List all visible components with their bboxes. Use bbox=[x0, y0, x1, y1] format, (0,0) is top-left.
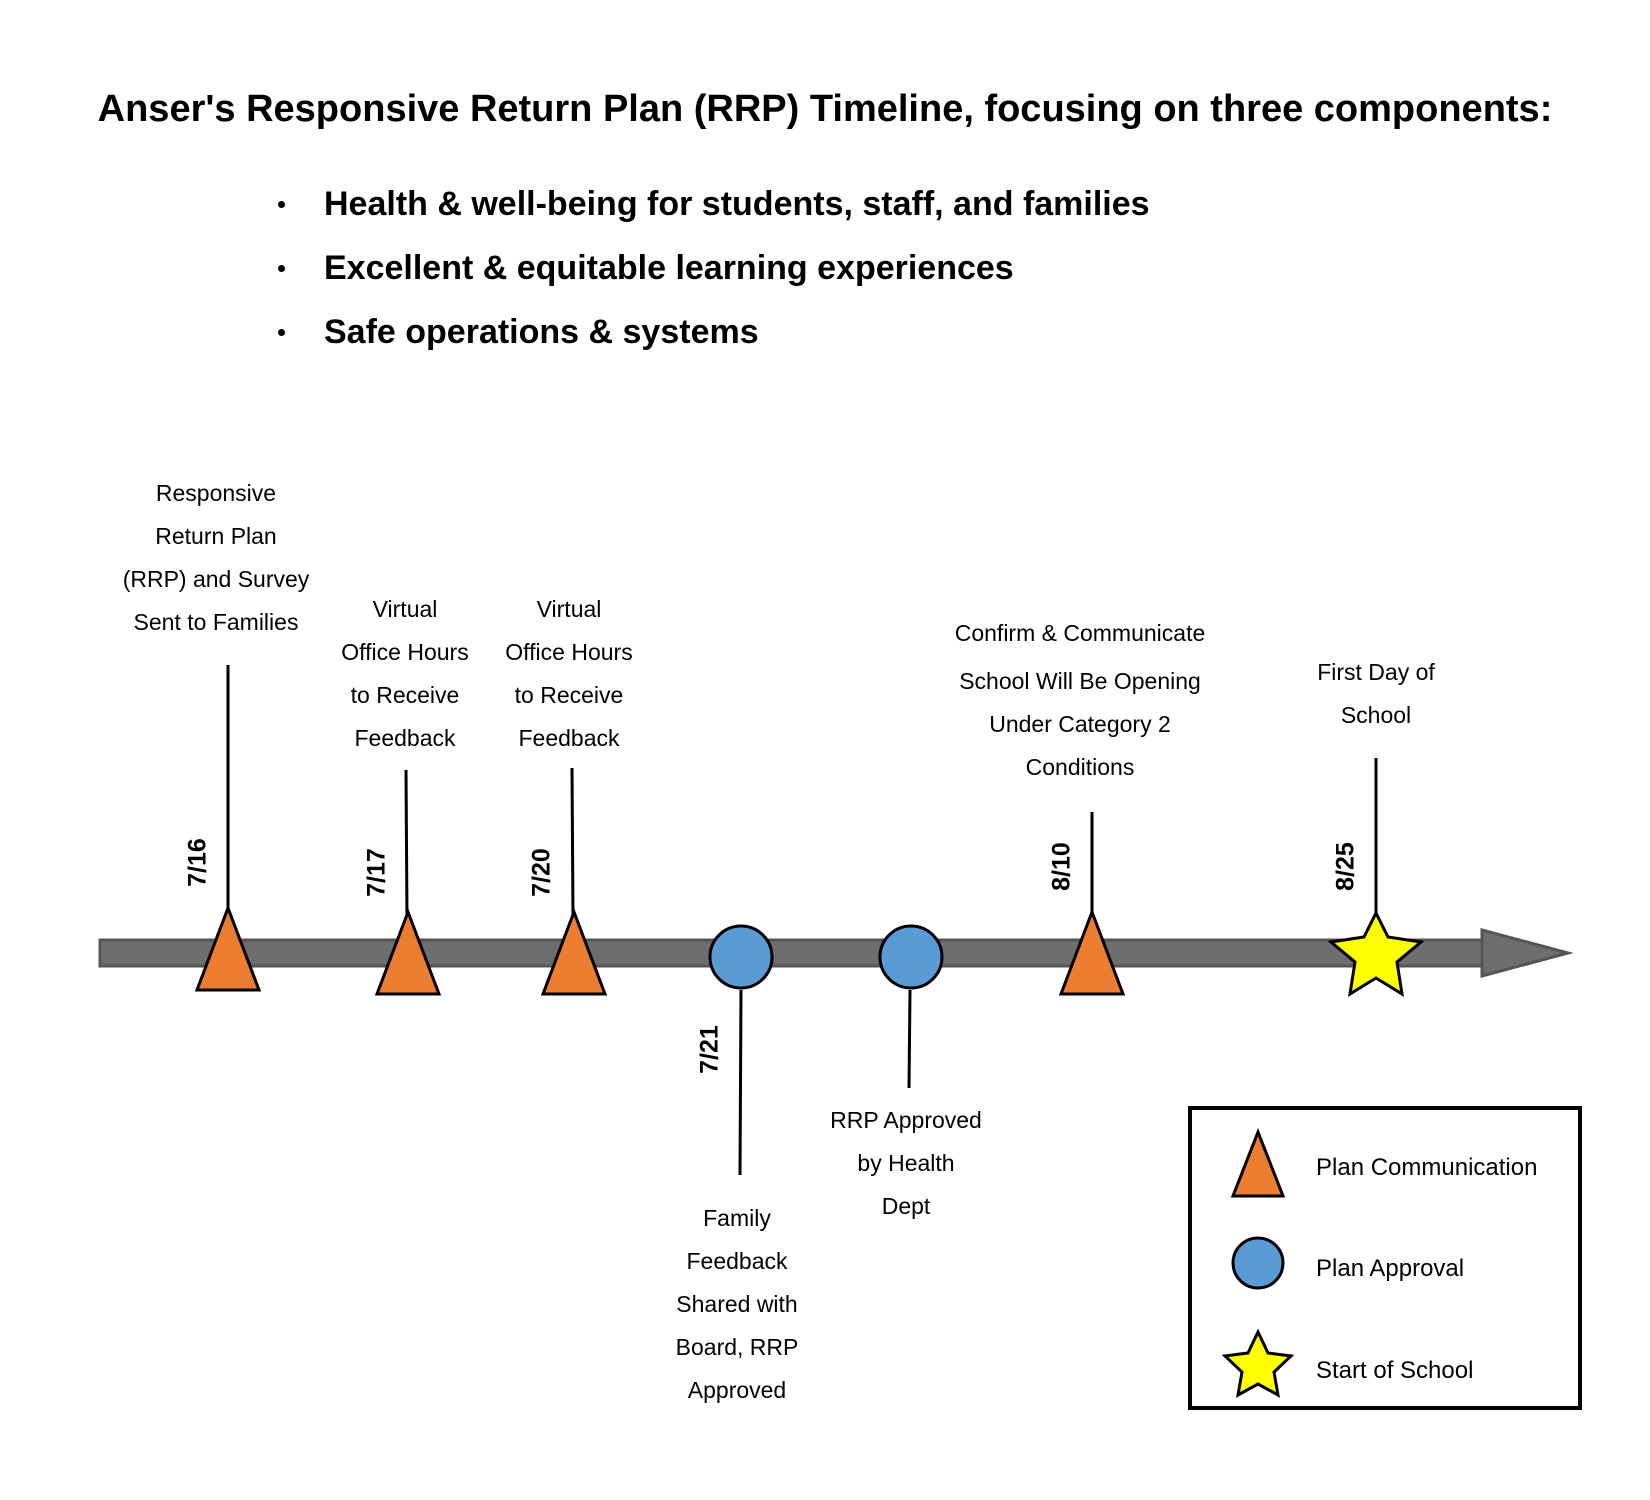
connector-line bbox=[907, 989, 912, 1089]
date-label: 8/25 bbox=[1331, 842, 1360, 891]
component-item: Excellent & equitable learning experienc… bbox=[278, 242, 1150, 306]
label-line: Virtual bbox=[536, 596, 602, 622]
date-label: 7/21 bbox=[695, 1025, 724, 1074]
connector-line bbox=[404, 769, 409, 921]
legend: Plan Communication Plan Approval Start o… bbox=[1188, 1106, 1582, 1410]
label-line: Dept bbox=[881, 1193, 931, 1219]
triangle-icon bbox=[1058, 907, 1126, 996]
bullet-dot bbox=[278, 265, 285, 272]
legend-icons bbox=[1221, 1127, 1295, 1398]
label-line: Return Plan bbox=[155, 523, 277, 549]
page-title: Anser's Responsive Return Plan (RRP) Tim… bbox=[97, 88, 1553, 130]
date-label: 7/16 bbox=[183, 838, 212, 887]
legend-label-start: Start of School bbox=[1316, 1357, 1474, 1384]
label-line: Virtual bbox=[372, 596, 438, 622]
label-line: to Receive bbox=[514, 682, 624, 708]
label-line: First Day of bbox=[1317, 659, 1435, 685]
connector-line bbox=[738, 989, 743, 1176]
label-line: Office Hours bbox=[341, 639, 469, 665]
circle-icon bbox=[1231, 1236, 1285, 1290]
label-line: Feedback bbox=[518, 725, 620, 751]
circle-icon bbox=[878, 924, 944, 990]
label-line: (RRP) and Survey bbox=[122, 566, 310, 592]
label-line: to Receive bbox=[350, 682, 460, 708]
label-line: Feedback bbox=[686, 1248, 788, 1274]
timeline-arrow bbox=[98, 928, 1574, 978]
event-label: Confirm & Communicate School Will Be Ope… bbox=[920, 606, 1240, 789]
component-item: Health & well-being for students, staff,… bbox=[278, 178, 1150, 242]
label-line: Under Category 2 bbox=[989, 711, 1171, 737]
label-line: by Health bbox=[857, 1150, 955, 1176]
triangle-icon bbox=[1230, 1127, 1286, 1198]
bullet-dot bbox=[278, 329, 285, 336]
label-line: Feedback bbox=[354, 725, 456, 751]
label-line: Office Hours bbox=[505, 639, 633, 665]
components-list: Health & well-being for students, staff,… bbox=[278, 178, 1150, 370]
label-line: Board, RRP bbox=[675, 1334, 799, 1360]
triangle-icon bbox=[540, 907, 608, 996]
component-item: Safe operations & systems bbox=[278, 306, 1150, 370]
component-text: Safe operations & systems bbox=[324, 313, 759, 351]
label-line: Responsive bbox=[155, 480, 277, 506]
event-label: First Day of School bbox=[1276, 651, 1476, 737]
label-line: Confirm & Communicate bbox=[954, 620, 1206, 646]
component-text: Health & well-being for students, staff,… bbox=[324, 185, 1150, 223]
legend-label-communication: Plan Communication bbox=[1316, 1154, 1538, 1181]
star-icon bbox=[1221, 1328, 1295, 1398]
label-line: Approved bbox=[687, 1377, 787, 1403]
triangle-icon bbox=[374, 907, 442, 996]
component-text: Excellent & equitable learning experienc… bbox=[324, 249, 1014, 287]
triangle-icon bbox=[194, 903, 262, 992]
label-line: Family bbox=[703, 1205, 771, 1231]
date-label: 7/17 bbox=[362, 848, 391, 897]
circle-icon bbox=[708, 924, 774, 990]
event-label: Responsive Return Plan (RRP) and Survey … bbox=[96, 472, 336, 644]
date-label: 8/10 bbox=[1047, 842, 1076, 891]
event-label: RRP Approved by Health Dept bbox=[806, 1099, 1006, 1228]
date-label: 7/20 bbox=[527, 848, 556, 897]
event-label: Family Feedback Shared with Board, RRP A… bbox=[652, 1197, 822, 1412]
bullet-dot bbox=[278, 201, 285, 208]
legend-label-approval: Plan Approval bbox=[1316, 1255, 1465, 1282]
label-line: Shared with bbox=[676, 1291, 798, 1317]
label-line: RRP Approved bbox=[830, 1107, 982, 1133]
connector-line bbox=[570, 767, 575, 919]
label-line: School bbox=[1340, 702, 1412, 728]
event-label: Virtual Office Hours to Receive Feedback bbox=[484, 588, 654, 760]
star-icon bbox=[1327, 909, 1425, 997]
label-line: School Will Be Opening bbox=[959, 668, 1201, 694]
label-line: Sent to Families bbox=[133, 609, 299, 635]
event-label: Virtual Office Hours to Receive Feedback bbox=[320, 588, 490, 760]
label-line: Conditions bbox=[1025, 754, 1135, 780]
